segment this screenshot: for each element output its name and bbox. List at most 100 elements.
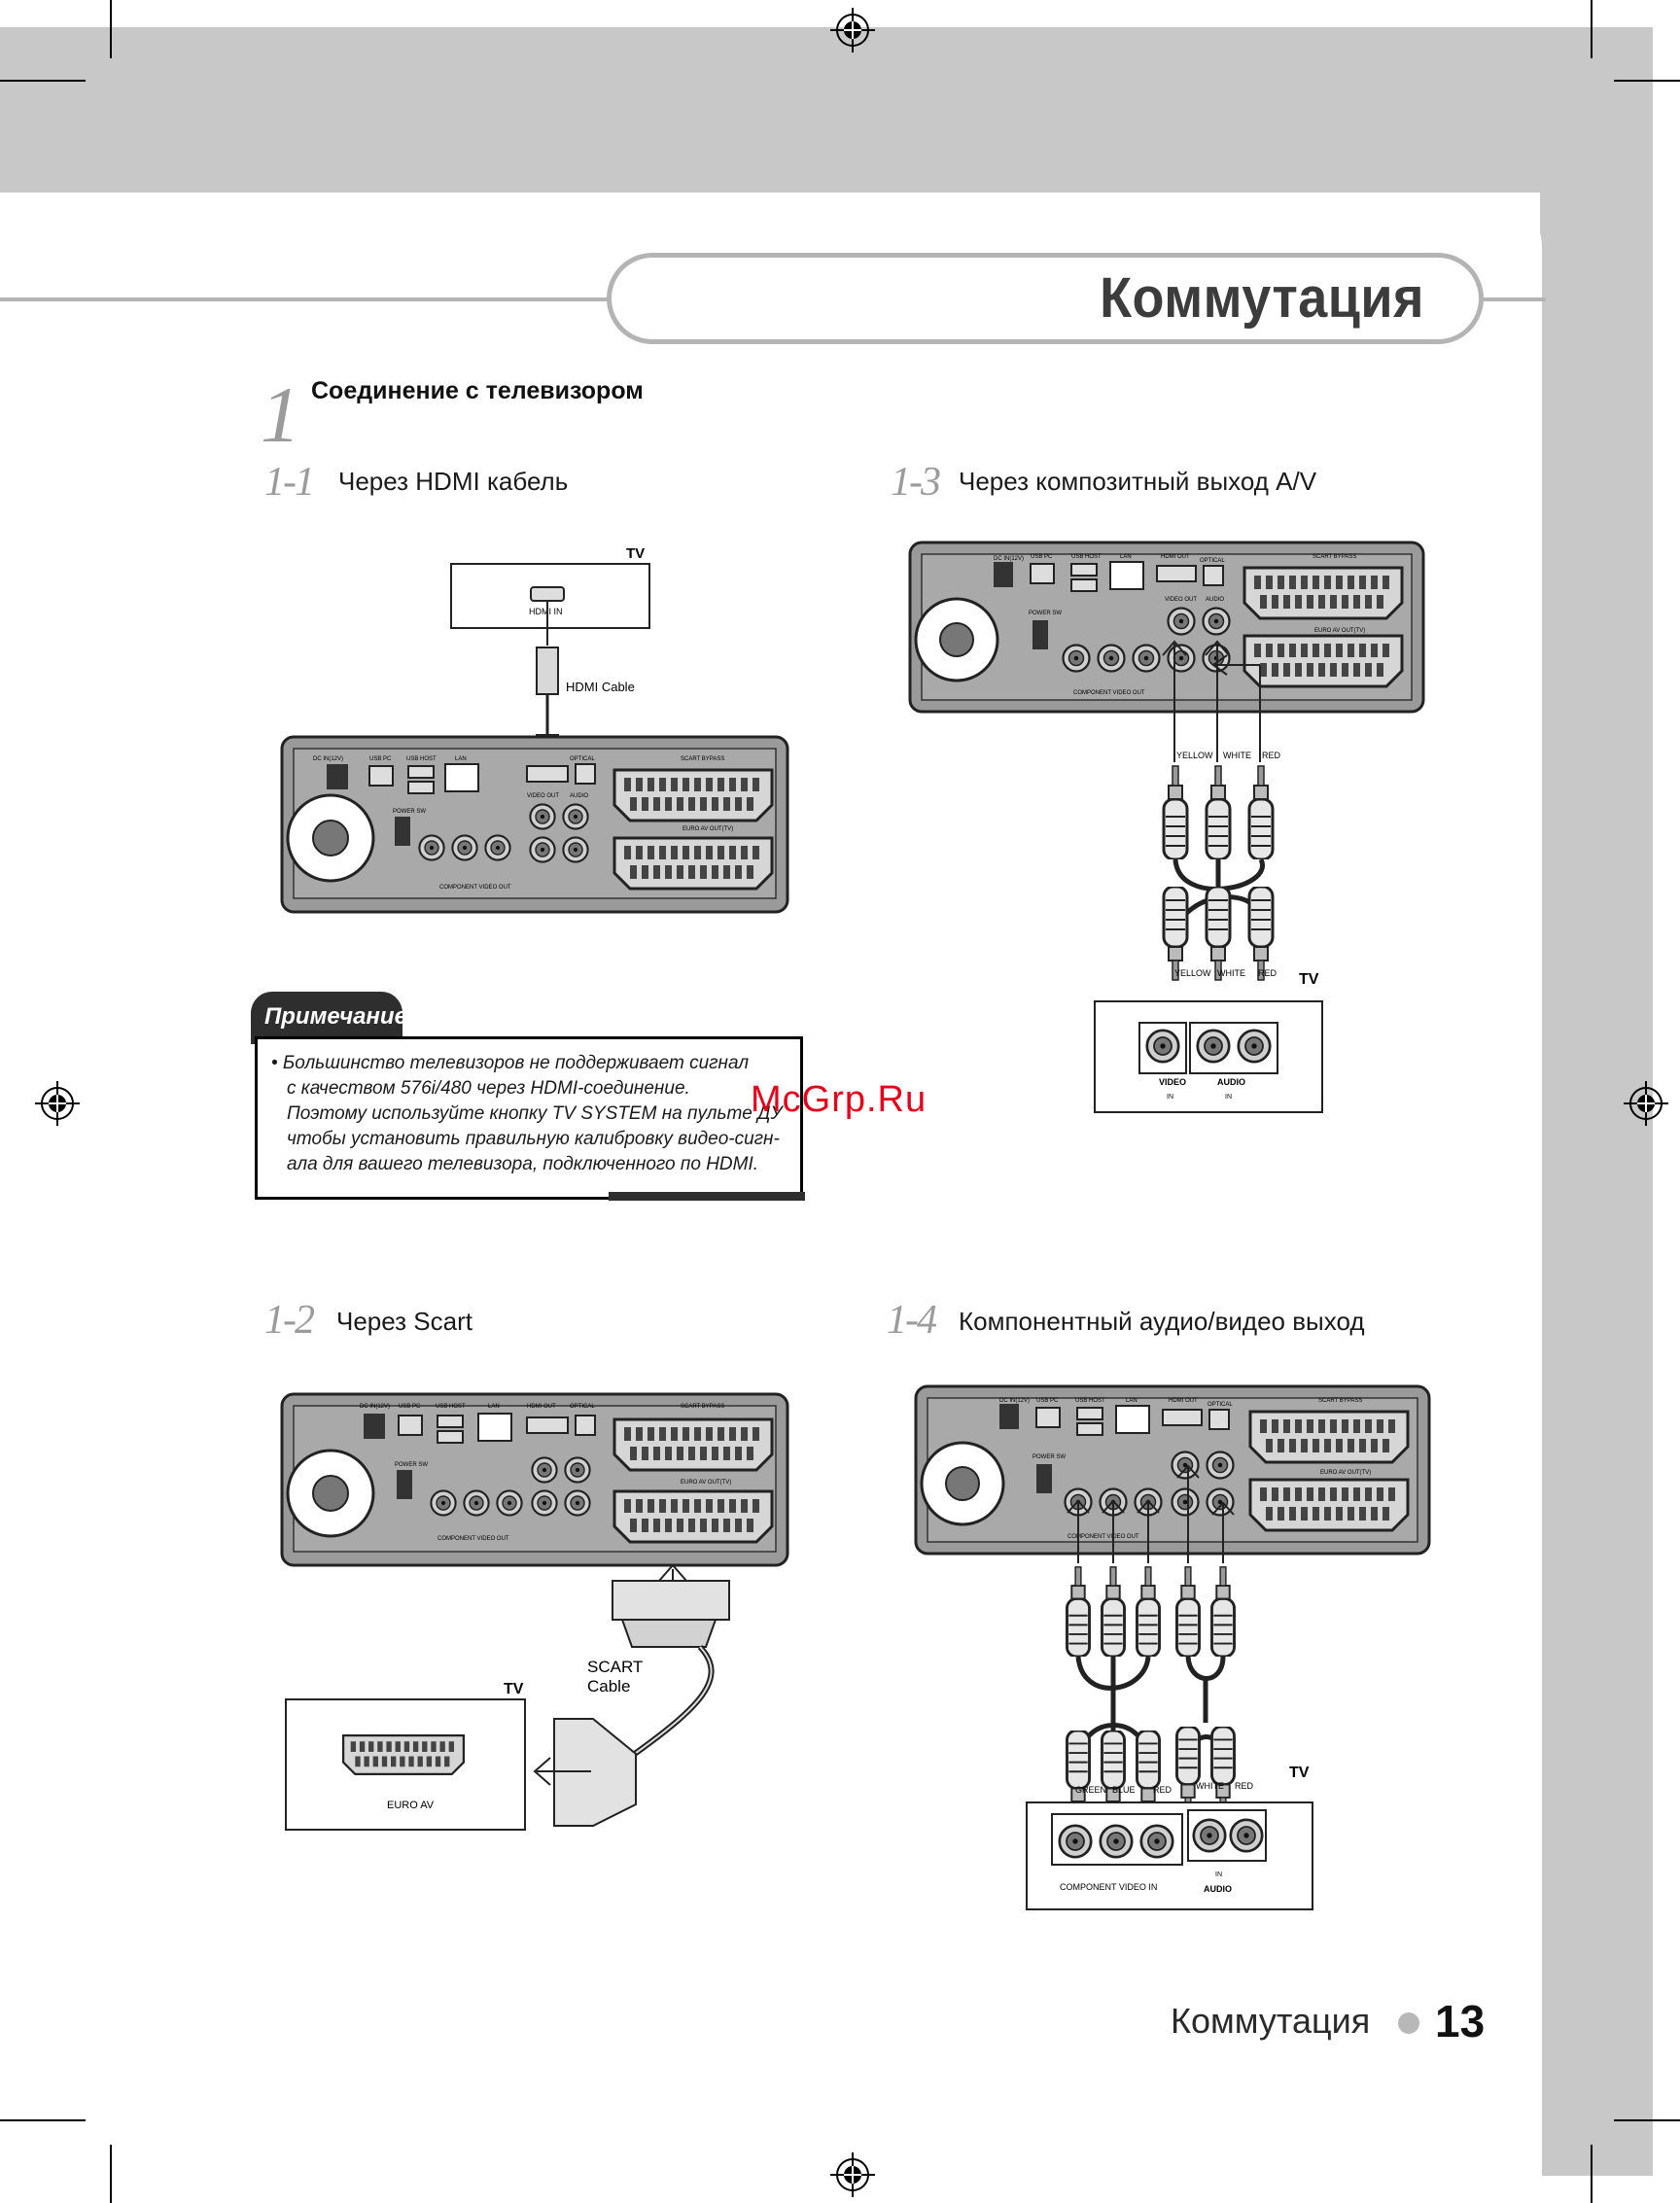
rca-plug-icon	[1247, 887, 1275, 982]
subsection-title: Через HDMI кабель	[338, 467, 569, 496]
svg-text:SCART BYPASS: SCART BYPASS	[681, 1404, 724, 1410]
hdmi-out-port-icon	[526, 765, 569, 783]
svg-text:LAN: LAN	[1126, 1398, 1138, 1404]
svg-text:OPTICAL: OPTICAL	[1200, 558, 1225, 564]
dc-in-port-icon	[994, 562, 1013, 587]
subsection-number: 1-4	[887, 1298, 937, 1343]
svg-text:POWER SW: POWER SW	[393, 809, 426, 815]
plug-label: YELLOW	[1176, 751, 1213, 760]
composite-connection-diagram: DC IN(12V) USB PC USB HOST LAN HDMI OUT …	[908, 541, 1425, 1113]
plug-label: RED	[1258, 968, 1278, 978]
euro-av-port-icon	[341, 1733, 466, 1776]
lan-port-icon	[1109, 561, 1144, 590]
scart-connection-diagram: DC IN(12V) USB PC USB HOST LAN HDMI OUT …	[280, 1392, 789, 1831]
usb-pc-port-icon	[1030, 563, 1055, 584]
svg-text:USB PC: USB PC	[399, 1404, 421, 1410]
registration-mark-icon	[830, 2152, 875, 2197]
optical-port-icon	[1203, 565, 1224, 586]
hdmi-port-label: HDMI IN	[529, 607, 563, 616]
svg-text:SCART BYPASS: SCART BYPASS	[1312, 554, 1356, 560]
optical-port-icon	[575, 763, 596, 785]
arrow-up-icon	[1102, 1499, 1125, 1514]
note-line: Поэтому используйте кнопку TV SYSTEM на …	[287, 1103, 783, 1124]
scart-bypass-icon	[1248, 1410, 1410, 1464]
usb-pc-port-icon	[1035, 1407, 1061, 1428]
svg-text:LAN: LAN	[1120, 554, 1132, 560]
plug-label: GREEN	[1075, 1785, 1106, 1795]
section-number: 1	[261, 370, 300, 459]
usb-pc-port-icon	[398, 1415, 423, 1436]
optical-port-icon	[1208, 1409, 1230, 1430]
lan-port-icon	[444, 763, 479, 792]
plug-label: WHITE	[1223, 751, 1251, 760]
subsection-title: Через композитный выход A/V	[959, 467, 1317, 496]
svg-text:USB HOST: USB HOST	[1071, 554, 1102, 560]
note-line: ала для вашего телевизора, подключенного…	[287, 1154, 759, 1174]
svg-text:DC IN(12V): DC IN(12V)	[999, 1398, 1030, 1404]
svg-text:USB HOST: USB HOST	[406, 756, 437, 762]
plug-label: WHITE	[1196, 1781, 1224, 1791]
arrow-up-icon	[1067, 1499, 1090, 1514]
plug-label: RED	[1262, 751, 1281, 760]
note-tab: Примечание	[251, 992, 407, 1044]
lan-port-icon	[477, 1413, 512, 1442]
rca-plug-icon	[1209, 1565, 1237, 1657]
crop-mark	[0, 2119, 86, 2121]
subsection-title: Через Scart	[336, 1307, 472, 1336]
hdmi-cable-label: HDMI Cable	[566, 680, 635, 694]
svg-text:USB PC: USB PC	[369, 756, 392, 762]
euro-av-label: EURO AV	[387, 1800, 435, 1811]
hdmi-out-port-icon	[1162, 1409, 1203, 1426]
plug-label: RED	[1235, 1781, 1254, 1791]
note-footer-bar	[609, 1192, 805, 1201]
rca-plug-icon	[1100, 1565, 1127, 1657]
svg-text:HDMI OUT: HDMI OUT	[1161, 554, 1190, 560]
svg-text:OPTICAL: OPTICAL	[1208, 1402, 1233, 1408]
dc-in-port-icon	[364, 1414, 385, 1439]
note-text: • Большинство телевизоров не поддерживае…	[271, 1051, 796, 1177]
svg-text:POWER SW: POWER SW	[395, 1462, 428, 1468]
scart-tv-icon	[1248, 1478, 1410, 1532]
power-switch-icon	[1032, 620, 1048, 649]
svg-text:LAN: LAN	[488, 1404, 500, 1410]
plug-label: BLUE	[1112, 1785, 1136, 1795]
hdmi-port-icon	[530, 586, 565, 602]
scart-tv-icon	[612, 836, 774, 891]
arrow-left-icon	[1211, 654, 1228, 676]
rca-plug-icon	[1247, 764, 1275, 859]
svg-text:USB PC: USB PC	[1036, 1398, 1059, 1404]
crop-mark	[110, 2145, 112, 2203]
note-box: • Большинство телевизоров не поддерживае…	[255, 1036, 803, 1200]
svg-text:EURO AV OUT(TV): EURO AV OUT(TV)	[681, 1480, 731, 1486]
svg-text:EURO AV OUT(TV): EURO AV OUT(TV)	[1314, 628, 1365, 634]
component-connection-diagram: DC IN(12V) USB PC USB HOST LAN HDMI OUT …	[914, 1384, 1431, 1910]
crop-mark	[1614, 80, 1680, 82]
svg-text:SCART BYPASS: SCART BYPASS	[681, 756, 724, 762]
arrow-up-icon	[1137, 1499, 1160, 1514]
registration-mark-icon	[35, 1081, 80, 1126]
svg-text:COMPONENT VIDEO OUT: COMPONENT VIDEO OUT	[438, 1536, 509, 1542]
hdmi-out-port-icon	[526, 1416, 569, 1434]
usb-host-port-icon	[437, 1415, 464, 1428]
usb-host-port-icon	[1070, 563, 1098, 577]
arrow-up-icon	[1205, 640, 1230, 656]
svg-text:DC IN(12V): DC IN(12V)	[313, 756, 343, 762]
usb-pc-port-icon	[368, 765, 394, 787]
scart-cable-label: SCART	[587, 1658, 643, 1676]
svg-text:COMPONENT VIDEO OUT: COMPONENT VIDEO OUT	[439, 885, 511, 891]
svg-text:POWER SW: POWER SW	[1029, 611, 1062, 616]
svg-text:IN: IN	[1215, 1871, 1222, 1878]
svg-text:COMPONENT VIDEO OUT: COMPONENT VIDEO OUT	[1073, 690, 1145, 696]
tv-label: TV	[1299, 971, 1319, 988]
hdmi-connection-diagram: TV HDMI IN HDMI Cable DC IN(12V) USB PC …	[280, 545, 789, 914]
svg-text:COMPONENT VIDEO OUT: COMPONENT VIDEO OUT	[1068, 1534, 1139, 1540]
scart-plug-icon	[553, 1718, 637, 1827]
power-switch-icon	[395, 817, 410, 846]
arrow-up-icon	[1162, 640, 1187, 656]
plug-label: YELLOW	[1174, 968, 1211, 978]
component-in-label: COMPONENT VIDEO IN	[1060, 1882, 1157, 1892]
crop-mark	[1591, 2145, 1592, 2203]
registration-mark-icon	[830, 8, 875, 52]
svg-text:EURO AV OUT(TV): EURO AV OUT(TV)	[1320, 1470, 1371, 1476]
page-number: 13	[1435, 1996, 1486, 2046]
